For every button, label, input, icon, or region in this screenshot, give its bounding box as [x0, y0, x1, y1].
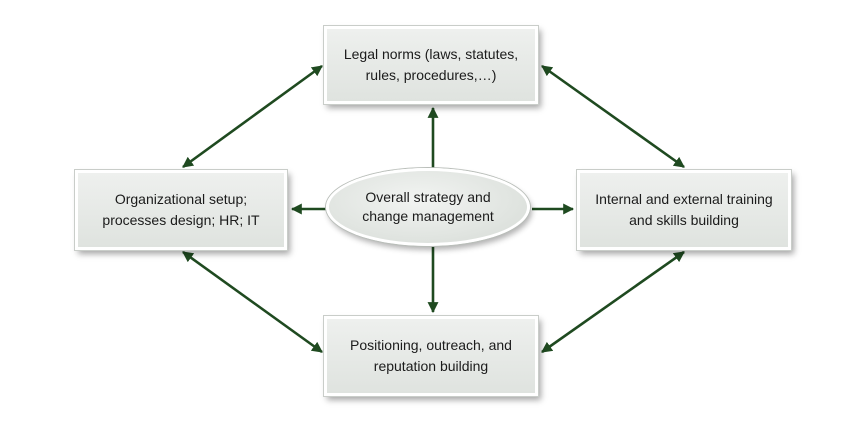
- legal-norms-box: Legal norms (laws, statutes, rules, proc…: [323, 25, 539, 105]
- training-label: Internal and external training and skill…: [595, 191, 773, 228]
- arrow-left-bottom: [182, 250, 323, 354]
- arrow-top-right: [541, 64, 685, 169]
- training-box: Internal and external training and skill…: [576, 169, 792, 251]
- legal-norms-label: Legal norms (laws, statutes, rules, proc…: [343, 46, 519, 83]
- strategy-ellipse: Overall strategy and change management: [326, 168, 530, 246]
- organizational-setup-label: Organizational setup; processes design; …: [102, 191, 260, 228]
- positioning-box: Positioning, outreach, and reputation bu…: [323, 315, 539, 397]
- organizational-setup-box: Organizational setup; processes design; …: [74, 169, 288, 251]
- arrow-left-top: [182, 64, 323, 169]
- positioning-label: Positioning, outreach, and reputation bu…: [350, 337, 512, 374]
- strategy-label: Overall strategy and change management: [362, 189, 494, 224]
- arrow-right-bottom: [541, 250, 685, 354]
